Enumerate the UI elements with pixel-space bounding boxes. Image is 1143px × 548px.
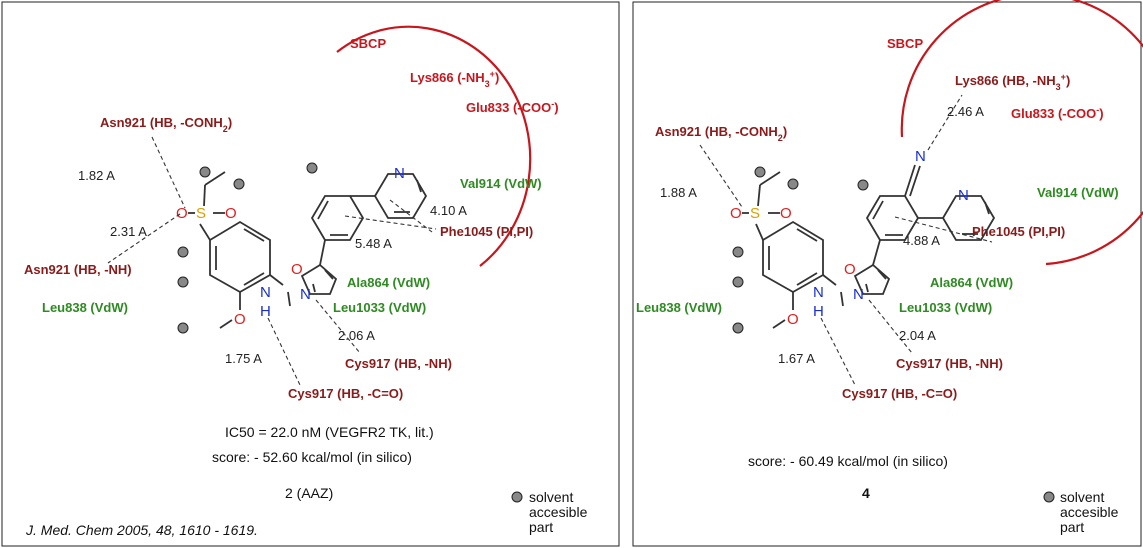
- left-phe1045-label: Phe1045 (PI,PI): [440, 224, 533, 239]
- left-ic50: IC50 = 22.0 nM (VEGFR2 TK, lit.): [225, 424, 434, 440]
- left-solvent-spheres: [177, 162, 318, 334]
- right-panel: SBCP Lys866 (HB, -NH3+) Glu833 (-COO-) A…: [632, 0, 1143, 547]
- right-compound-id: 4: [862, 485, 870, 501]
- left-legend-line: accesible: [529, 504, 588, 520]
- left-distance-label: 1.82 A: [78, 168, 115, 183]
- left-distance-label: 2.06 A: [338, 328, 375, 343]
- left-molecule: O S O O N H O N N: [176, 165, 428, 329]
- right-cys917-co-label: Cys917 (HB, -C=O): [842, 386, 957, 401]
- left-compound-id: 2 (AAZ): [285, 485, 333, 501]
- right-pyridine-n: N: [958, 187, 969, 204]
- right-distance-label: 1.88 A: [660, 185, 697, 200]
- left-oxazole-n: N: [300, 286, 311, 303]
- right-oxazole-n: N: [853, 286, 864, 303]
- right-legend-line: part: [1060, 519, 1084, 535]
- left-sbcp-label: SBCP: [350, 36, 386, 51]
- left-leu1033-label: Leu1033 (VdW): [333, 300, 426, 315]
- right-sulfonyl-o1: O: [730, 205, 742, 222]
- right-molecule: O S O O N H O N N N: [730, 148, 996, 329]
- left-pyridine-n: N: [394, 165, 405, 182]
- right-sulfonyl-o2: O: [780, 205, 792, 222]
- left-amine-h: H: [260, 303, 271, 320]
- left-asn921-top-label: Asn921 (HB, -CONH2): [100, 115, 232, 134]
- right-methoxy-o: O: [787, 311, 799, 328]
- left-val914-label: Val914 (VdW): [460, 176, 542, 191]
- left-cys917-nh-label: Cys917 (HB, -NH): [345, 356, 452, 371]
- right-asn921-top-label: Asn921 (HB, -CONH2): [655, 124, 787, 143]
- left-legend-line: part: [529, 519, 553, 535]
- left-ala864-label: Ala864 (VdW): [347, 275, 430, 290]
- right-distance-label: 4.88 A: [903, 233, 940, 248]
- left-amine-n: N: [260, 284, 271, 301]
- right-nitrile-n: N: [915, 148, 926, 165]
- left-glu833-label: Glu833 (-COO-): [466, 99, 559, 115]
- right-leu1033-label: Leu1033 (VdW): [899, 300, 992, 315]
- right-oxazole-o: O: [844, 261, 856, 278]
- left-distance-label: 4.10 A: [430, 203, 467, 218]
- left-score: score: - 52.60 kcal/mol (in silico): [212, 449, 412, 465]
- right-distance-label: 2.46 A: [947, 104, 984, 119]
- right-glu833-label: Glu833 (-COO-): [1011, 105, 1104, 121]
- left-reference: J. Med. Chem 2005, 48, 1610 - 1619.: [25, 522, 258, 538]
- right-distance-label: 2.04 A: [899, 328, 936, 343]
- right-legend-line: solvent: [1060, 489, 1104, 505]
- left-methoxy-o: O: [234, 311, 246, 328]
- right-leu838-label: Leu838 (VdW): [636, 300, 722, 315]
- right-sbcp-label: SBCP: [887, 36, 923, 51]
- left-panel: SBCP Lys866 (-NH3+) Glu833 (-COO-) Asn92…: [1, 1, 620, 547]
- right-solvent-spheres: [732, 166, 869, 334]
- right-distance-label: 1.67 A: [778, 351, 815, 366]
- right-val914-label: Val914 (VdW): [1037, 185, 1119, 200]
- left-lys866-label: Lys866 (-NH3+): [410, 69, 499, 89]
- right-phe1045-label: Phe1045 (PI,PI): [972, 224, 1065, 239]
- right-legend: solvent accesible part: [1043, 489, 1119, 535]
- right-panel-frame: [632, 1, 1142, 547]
- left-sbcp-arc: [336, 25, 532, 267]
- left-oxazole-o: O: [291, 261, 303, 278]
- right-legend-line: accesible: [1060, 504, 1119, 520]
- left-leu838-label: Leu838 (VdW): [42, 300, 128, 315]
- right-ala864-label: Ala864 (VdW): [930, 275, 1013, 290]
- left-legend-line: solvent: [529, 489, 573, 505]
- right-amine-n: N: [813, 284, 824, 301]
- left-sulfur: S: [196, 205, 206, 222]
- right-cys917-nh-label: Cys917 (HB, -NH): [896, 356, 1003, 371]
- right-score: score: - 60.49 kcal/mol (in silico): [748, 453, 948, 469]
- right-sulfur: S: [750, 205, 760, 222]
- left-legend: solvent accesible part: [511, 489, 588, 535]
- left-distance-label: 1.75 A: [225, 351, 262, 366]
- left-legend-sphere-icon: [511, 491, 523, 503]
- left-panel-frame: [1, 1, 620, 547]
- left-sulfonyl-o1: O: [176, 205, 188, 222]
- left-sulfonyl-o2: O: [225, 205, 237, 222]
- left-distance-label: 5.48 A: [355, 236, 392, 251]
- right-amine-h: H: [813, 303, 824, 320]
- left-cys917-co-label: Cys917 (HB, -C=O): [288, 386, 403, 401]
- right-lys866-label: Lys866 (HB, -NH3+): [955, 72, 1070, 92]
- left-asn921-bot-label: Asn921 (HB, -NH): [24, 262, 132, 277]
- left-distance-label: 2.31 A: [110, 224, 147, 239]
- right-legend-sphere-icon: [1043, 491, 1055, 503]
- right-sbcp-arc: [900, 0, 1143, 266]
